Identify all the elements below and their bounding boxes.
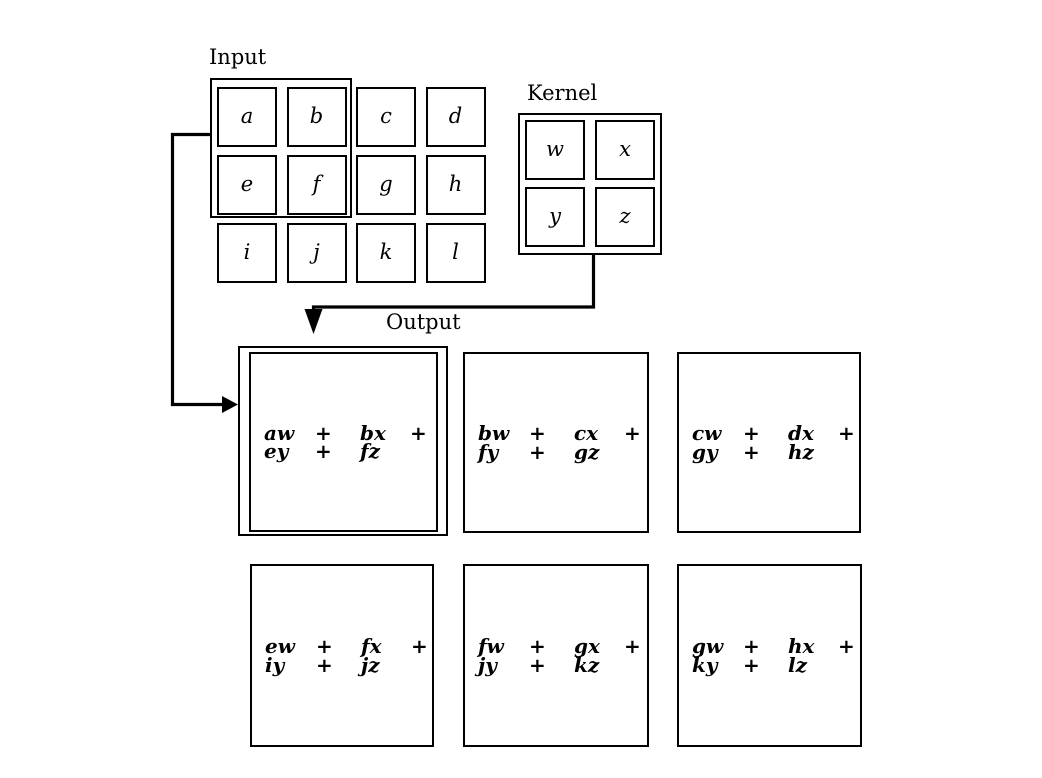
input-cell-l: l [425,223,486,283]
formula-token: kz [574,652,600,677]
formula-token: fx [361,634,382,658]
output-cell-0-2: cw + dx + gy + hz [677,352,861,533]
kernel-cell-y: y [525,187,585,247]
right-arrowhead-icon [222,396,238,413]
input-window-highlight [210,78,352,218]
output-formula-0-0: aw + bx + ey + fz [264,420,434,463]
kernel-border [518,113,662,255]
input-cell-g: g [356,155,416,215]
formula-token: ey [264,439,289,463]
output-cell-1-2: gw + hx + ky + lz [677,564,862,747]
output-formula-0-2: cw + dx + gy + hz [692,421,862,464]
formula-token: + [316,634,333,658]
formula-token: + [316,652,333,677]
output-formula-1-1: fw + gx + jy + kz [478,634,648,677]
output-cell-1-0: ew + fx + iy + jz [250,564,434,747]
input-cell-a: a [217,87,277,147]
formula-token: hz [788,439,814,464]
output-cell-highlight [238,346,448,536]
formula-token: + [529,634,546,658]
formula-token: fy [478,439,499,464]
formula-token: fw [478,634,504,658]
formula-token: + [624,421,641,445]
output-cell-1-1: fw + gx + jy + kz [463,564,649,747]
formula-token: gz [574,439,600,464]
kernel-label: Kernel [527,81,598,105]
formula-token: cx [574,421,599,445]
formula-token: dx [788,421,814,445]
input-cell-e: e [217,155,277,215]
output-formula-0-1: bw + cx + fy + gz [478,421,648,464]
input-cell-b: b [286,87,347,147]
formula-token: + [838,634,855,658]
formula-token: fz [360,439,380,463]
formula-token: gy [692,439,718,464]
formula-token: + [529,652,546,677]
formula-token: + [529,421,546,445]
formula-token: + [624,634,641,658]
output-formula-1-0: ew + fx + iy + jz [265,634,435,677]
kernel-cell-w: w [525,120,585,180]
formula-token: jz [361,652,380,677]
formula-token: + [743,421,760,445]
formula-token: bw [478,421,510,445]
kernel-grid: w x y z [525,120,655,247]
formula-token: ky [692,652,718,677]
output-formula-1-2: gw + hx + ky + lz [692,634,862,677]
output-cell-0-1: bw + cx + fy + gz [463,352,649,533]
input-cell-j: j [286,223,347,283]
formula-token: hx [788,634,815,658]
formula-token: + [743,652,760,677]
input-grid: a b c d e f g h i j k l [217,87,486,283]
formula-token: + [315,439,332,463]
formula-token: + [743,439,760,464]
kernel-cell-x: x [595,120,655,180]
input-cell-i: i [217,223,277,283]
input-cell-h: h [425,155,486,215]
down-arrowhead-icon [304,309,323,334]
formula-token: aw [264,420,295,445]
formula-token: bx [360,420,386,445]
output-cell-0-0: aw + bx + ey + fz [249,352,438,532]
output-label: Output [386,310,461,334]
input-cell-f: f [286,155,347,215]
formula-token: cw [692,421,722,445]
formula-token: gx [574,634,600,658]
formula-token: lz [788,652,807,677]
formula-token: + [743,634,760,658]
input-cell-k: k [356,223,416,283]
input-cell-c: c [356,87,416,147]
formula-token: + [529,439,546,464]
formula-token: + [315,420,332,445]
formula-token: gw [692,634,724,658]
formula-token: + [410,420,427,445]
formula-token: iy [265,652,285,677]
formula-token: + [838,421,855,445]
formula-token: jy [478,652,497,677]
input-label: Input [209,45,267,69]
input-cell-d: d [425,87,486,147]
formula-token: + [411,634,428,658]
kernel-cell-z: z [595,187,655,247]
formula-token: ew [265,634,295,658]
